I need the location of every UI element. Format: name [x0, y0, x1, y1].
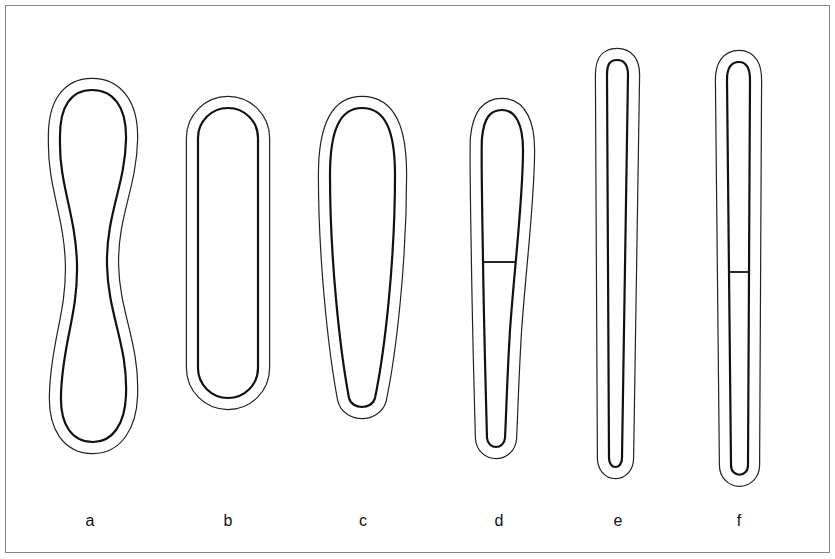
teardrop-cell [330, 108, 395, 407]
thin-rod-cell [607, 60, 628, 467]
septum-line [728, 271, 749, 273]
figure-letter: a [86, 512, 95, 530]
dumbbell-cell [60, 90, 126, 442]
club-cell [482, 110, 523, 447]
divided-rod-cell [727, 62, 750, 475]
figure-letter: e [614, 512, 623, 530]
figure-letter: f [737, 512, 741, 530]
septum-line [483, 261, 515, 263]
frame-border [6, 6, 830, 553]
figure-letter: d [495, 512, 504, 530]
rod-cell [198, 108, 258, 398]
figure-letter: b [224, 512, 233, 530]
figure-letter: c [359, 512, 367, 530]
